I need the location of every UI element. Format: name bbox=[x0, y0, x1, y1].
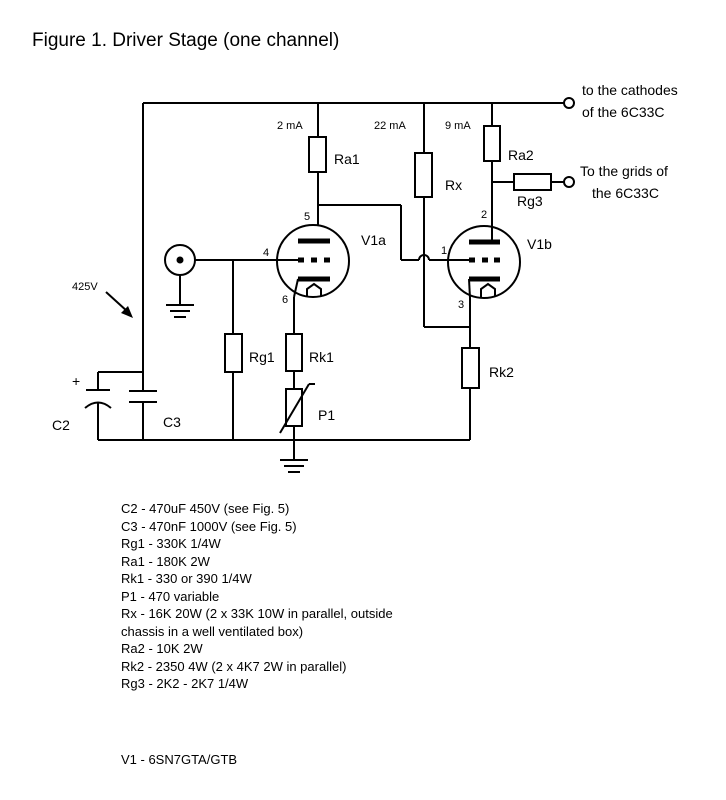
pin-v1b-cathode: 3 bbox=[458, 299, 464, 311]
label-ra1: Ra1 bbox=[334, 151, 360, 167]
resistor-rx bbox=[414, 152, 433, 198]
pin-v1a-plate: 5 bbox=[304, 211, 310, 223]
input-jack bbox=[164, 244, 272, 318]
label-c3: C3 bbox=[163, 414, 181, 430]
parts-list-item: C3 - 470nF 1000V (see Fig. 5) bbox=[121, 518, 297, 534]
label-c2: C2 bbox=[52, 417, 70, 433]
tube-type-note: V1 - 6SN7GTA/GTB bbox=[121, 752, 238, 767]
parts-list: C2 - 470uF 450V (see Fig. 5) C3 - 470nF … bbox=[121, 500, 393, 693]
resistor-rk1 bbox=[285, 333, 303, 372]
parts-list-item: Rg1 - 330K 1/4W bbox=[121, 536, 221, 551]
label-to-cathodes-1: to the cathodes bbox=[582, 82, 678, 98]
ra1-branch bbox=[308, 103, 327, 226]
v1b-cathode-branch bbox=[461, 298, 480, 440]
parts-list-item: Rg3 - 2K2 - 2K7 1/4W bbox=[121, 676, 249, 691]
supply-arrow bbox=[105, 291, 133, 318]
tube-v1a bbox=[272, 224, 350, 298]
pin-v1b-plate: 2 bbox=[481, 209, 487, 221]
tube-v1b bbox=[447, 224, 521, 299]
parts-list-item: Ra2 - 10K 2W bbox=[121, 641, 203, 656]
pin-v1a-cathode: 6 bbox=[282, 294, 288, 306]
label-to-grids-2: the 6C33C bbox=[592, 185, 659, 201]
label-rg1: Rg1 bbox=[249, 349, 275, 365]
parts-list-item: P1 - 470 variable bbox=[121, 588, 220, 604]
label-ra2: Ra2 bbox=[508, 147, 534, 163]
pin-v1b-grid: 1 bbox=[441, 245, 447, 257]
parts-list-item: C2 - 470uF 450V (see Fig. 5) bbox=[121, 501, 290, 516]
label-v1b: V1b bbox=[527, 236, 552, 252]
parts-list-item: Rk1 - 330 or 390 1/4W bbox=[121, 571, 252, 586]
resistor-rg3 bbox=[513, 173, 552, 191]
parts-list-item: Rk2 - 2350 4W (2 x 4K7 2W in parallel) bbox=[121, 658, 347, 674]
label-v1a: V1a bbox=[361, 232, 386, 248]
resistor-ra1 bbox=[308, 136, 327, 173]
label-to-cathodes-2: of the 6C33C bbox=[582, 104, 665, 120]
supply-rail bbox=[142, 97, 575, 372]
pin-v1a-grid: 4 bbox=[263, 247, 269, 259]
parts-list-item: Ra1 - 180K 2W bbox=[121, 553, 210, 569]
label-rx: Rx bbox=[445, 177, 462, 193]
label-current-ra1: 2 mA bbox=[277, 120, 303, 132]
label-current-ra2: 9 mA bbox=[445, 120, 471, 132]
output-terminal-grids bbox=[563, 176, 575, 188]
label-to-grids-1: To the grids of bbox=[580, 163, 668, 179]
rx-branch bbox=[414, 103, 470, 328]
resistor-ra2 bbox=[483, 125, 501, 162]
label-rk1: Rk1 bbox=[309, 349, 334, 365]
resistor-rg1 bbox=[224, 333, 243, 373]
label-supply-voltage: 425V bbox=[72, 281, 98, 293]
parts-list-item: chassis in a well ventilated box) bbox=[121, 623, 304, 639]
ra2-branch bbox=[483, 103, 575, 224]
rg1-branch bbox=[224, 260, 243, 440]
label-c2-polarity: + bbox=[72, 373, 80, 389]
capacitors bbox=[84, 371, 157, 440]
v1a-cathode-branch bbox=[279, 297, 315, 473]
label-rg3: Rg3 bbox=[517, 193, 543, 209]
output-terminal-cathodes bbox=[563, 97, 575, 109]
parts-list-item: Rx - 16K 20W (2 x 33K 10W in parallel, o… bbox=[121, 606, 393, 621]
label-p1: P1 bbox=[318, 407, 335, 423]
figure-title: Figure 1. Driver Stage (one channel) bbox=[32, 30, 340, 51]
resistor-rk2 bbox=[461, 347, 480, 389]
label-current-rx: 22 mA bbox=[374, 120, 406, 132]
label-rk2: Rk2 bbox=[489, 364, 514, 380]
